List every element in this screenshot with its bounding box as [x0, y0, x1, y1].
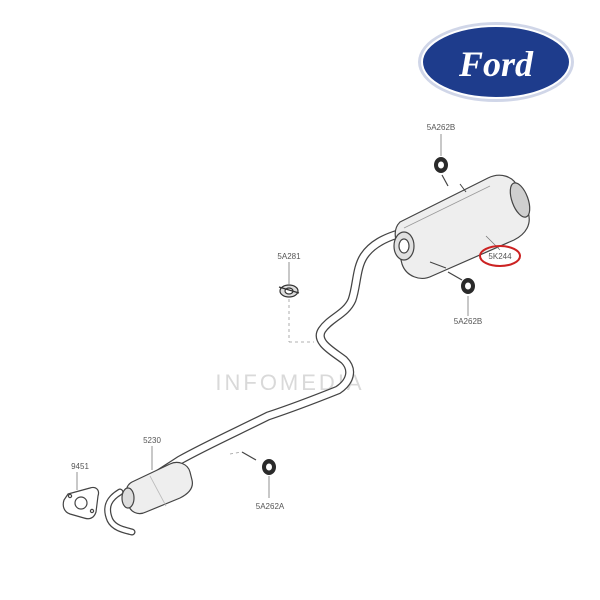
part-label-5a281: 5A281 — [277, 252, 301, 261]
dashed-guide-lines — [229, 299, 314, 455]
insulator-lower — [262, 459, 276, 475]
part-label-5a262b-top: 5A262B — [427, 123, 455, 132]
ford-logo: Ford — [418, 22, 574, 102]
gasket — [62, 486, 100, 520]
highlight-circle — [479, 245, 521, 267]
insulator-right — [461, 278, 475, 294]
part-label-5a262b-right: 5A262B — [454, 317, 482, 326]
hanger-studs — [241, 174, 463, 461]
clamp — [278, 284, 300, 298]
muffler — [393, 174, 531, 279]
insulator-top — [434, 157, 448, 173]
exhaust-pipe — [104, 229, 403, 536]
part-label-5a262a: 5A262A — [256, 502, 285, 511]
part-label-5k244: 5K244 — [488, 252, 512, 261]
logo-text: Ford — [458, 44, 534, 84]
part-label-5230: 5230 — [143, 436, 161, 445]
catalytic-converter — [121, 461, 193, 515]
part-label-9451: 9451 — [71, 462, 89, 471]
leader-lines — [76, 134, 501, 498]
